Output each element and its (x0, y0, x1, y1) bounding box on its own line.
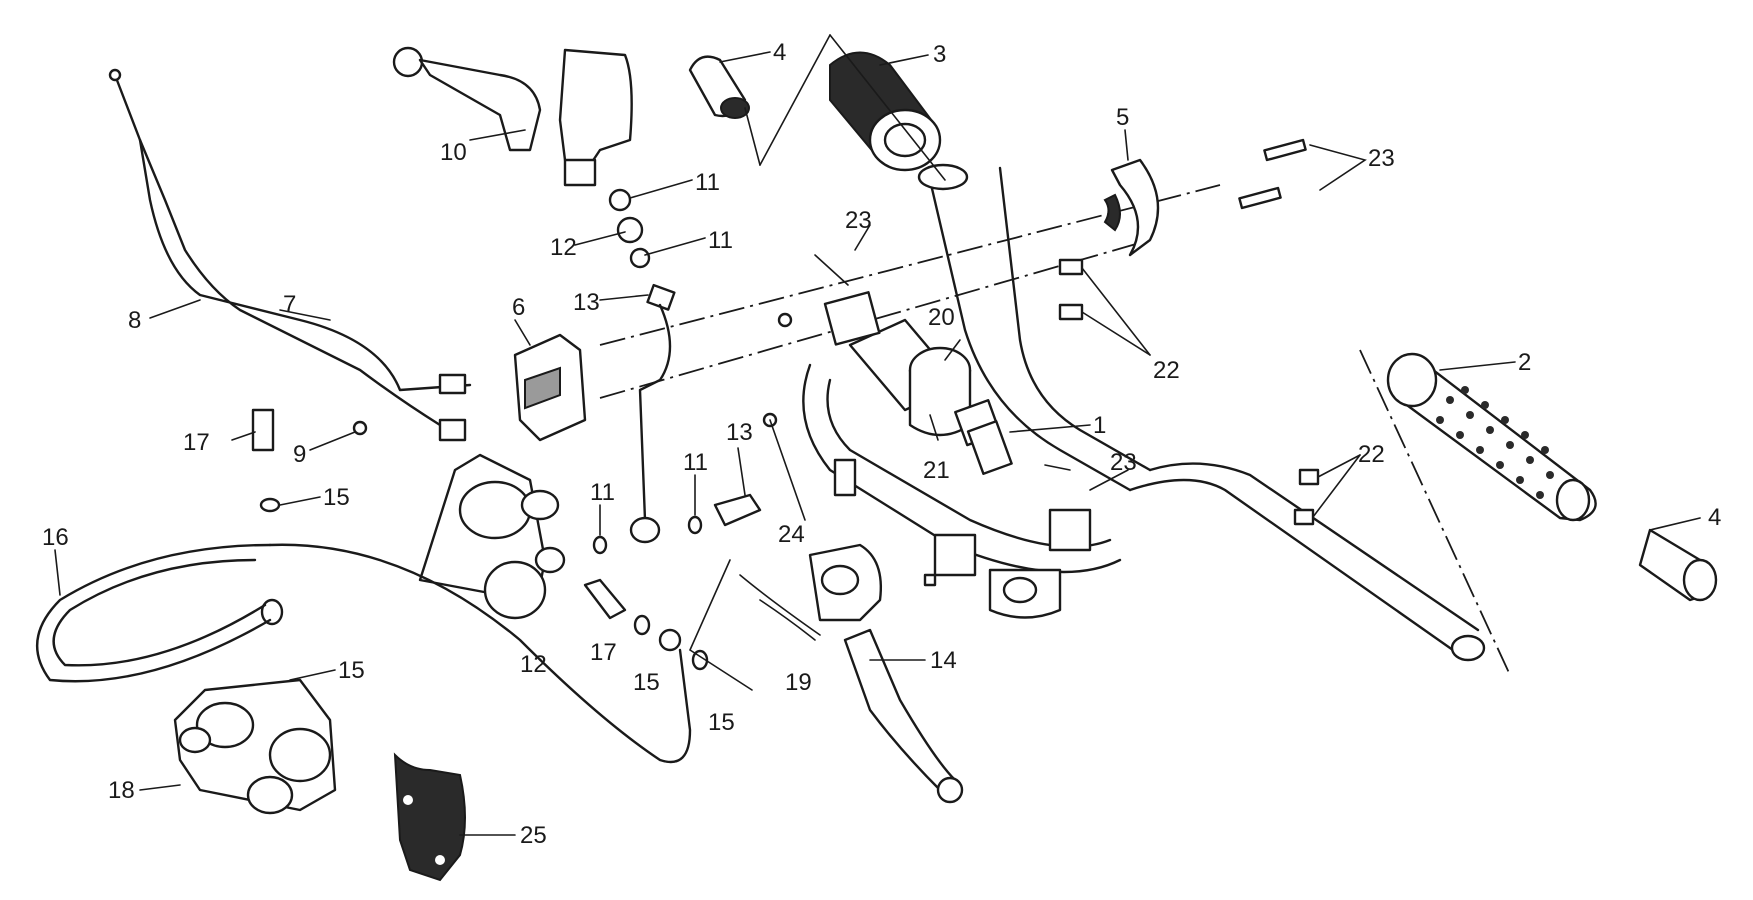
label-13-b: 13 (726, 419, 753, 446)
label-23-c: 23 (1110, 449, 1137, 476)
label-4-right: 4 (1708, 504, 1721, 531)
label-16: 16 (42, 524, 69, 551)
label-24: 24 (778, 521, 805, 548)
part-labels: 1 2 3 4 4 5 6 7 8 9 10 11 11 11 11 12 12… (42, 39, 1721, 849)
label-12-a: 12 (550, 234, 577, 261)
label-22-a: 22 (1153, 357, 1180, 384)
label-7: 7 (283, 291, 296, 318)
lever-14 (808, 543, 964, 804)
label-18: 18 (108, 777, 135, 804)
bar-end-weight-right (1638, 528, 1718, 602)
center-fasteners (251, 254, 937, 671)
label-13-a: 13 (573, 289, 600, 316)
switch-housing (908, 346, 1013, 476)
label-15-c: 15 (633, 669, 660, 696)
brake-pad-25 (393, 752, 466, 882)
label-25: 25 (520, 822, 547, 849)
leader-lines (54, 51, 1701, 836)
label-11-a: 11 (695, 169, 720, 196)
label-23-b: 23 (845, 207, 872, 234)
label-3: 3 (933, 41, 946, 68)
label-14: 14 (930, 647, 957, 674)
caliper-18 (173, 678, 337, 815)
label-10: 10 (440, 139, 467, 166)
handlebar-clamp-frame (802, 291, 1122, 619)
label-8: 8 (128, 307, 141, 334)
clamp-6 (513, 333, 587, 442)
lever-10 (392, 46, 633, 187)
label-19: 19 (785, 669, 812, 696)
label-4-top: 4 (773, 39, 786, 66)
caliper-12 (418, 453, 566, 620)
bolts-23-right (1238, 138, 1367, 210)
label-6: 6 (512, 294, 525, 321)
grip-left (759, 34, 946, 181)
bolts-22 (1058, 258, 1361, 526)
label-11-c: 11 (590, 479, 615, 506)
label-1: 1 (1093, 412, 1106, 439)
label-2: 2 (1518, 349, 1531, 376)
clamp-5 (1103, 158, 1160, 257)
label-11-b: 11 (708, 227, 733, 254)
brake-hose-16 (36, 543, 692, 764)
label-5: 5 (1116, 104, 1129, 131)
label-20: 20 (928, 304, 955, 331)
label-15-b: 15 (338, 657, 365, 684)
cables-7-8 (108, 68, 472, 442)
label-23-a: 23 (1368, 145, 1395, 172)
label-17-a: 17 (183, 429, 210, 456)
label-22-b: 22 (1358, 441, 1385, 468)
label-17-b: 17 (590, 639, 617, 666)
label-15-a: 15 (323, 484, 350, 511)
bar-end-weight-top (688, 55, 761, 166)
label-11-d: 11 (683, 449, 708, 476)
label-9: 9 (293, 441, 306, 468)
upper-hose (608, 188, 676, 544)
label-21: 21 (923, 457, 950, 484)
grip-right (1386, 352, 1597, 522)
label-15-d: 15 (708, 709, 735, 736)
wire-19 (688, 559, 821, 691)
label-12-b: 12 (520, 651, 547, 678)
